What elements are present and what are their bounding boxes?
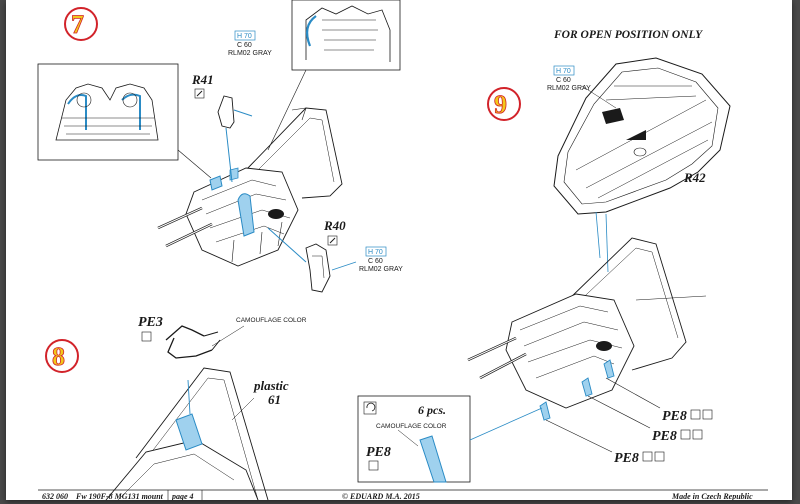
paint-ref-top: H 70 C 60 RLM02 GRAY <box>228 30 272 57</box>
pe3-label: PE3 <box>138 315 163 330</box>
footer-page: page 4 <box>171 492 194 500</box>
paint-ref-mid: H 70 C 60 RLM02 GRAY <box>359 246 403 273</box>
paint-ref-right-name: RLM02 GRAY <box>547 85 591 92</box>
paint-ref-mid-h: H 70 <box>368 249 383 256</box>
pe8-pcs-label: 6 pcs. <box>418 403 446 417</box>
detail-inset-top <box>267 0 401 151</box>
step-9-badge: 9 <box>487 87 521 121</box>
pe8-callouts: PE8 PE8 PE8 <box>614 409 713 466</box>
footer-copyright: © EDUARD M.A. 2015 <box>342 492 420 500</box>
detail-inset-left <box>37 63 212 179</box>
camo-callout-1: CAMOUFLAGE COLOR <box>236 317 307 324</box>
open-position-note: FOR OPEN POSITION ONLY <box>553 29 703 41</box>
paint-ref-top-c: C 60 <box>237 42 252 49</box>
paint-ref-right: H 70 C 60 RLM02 GRAY <box>547 65 617 109</box>
step-7-badge: 7 <box>64 7 98 41</box>
paint-ref-top-h: H 70 <box>237 33 252 40</box>
pe8-label-c: PE8 <box>614 451 639 466</box>
camo-callout-2: CAMOUFLAGE COLOR <box>376 423 447 430</box>
footer-code: 632 060 <box>42 492 68 500</box>
step-9-assembly <box>467 237 707 453</box>
pe8-inset-label: PE8 <box>366 445 391 460</box>
plastic-label: plastic <box>253 378 289 393</box>
paint-ref-right-h: H 70 <box>556 68 571 75</box>
part-r41-label: R41 <box>191 72 214 87</box>
footer-title: Fw 190F-8 MG131 mount <box>75 492 164 500</box>
footer-made-in: Made in Czech Republic <box>671 492 753 500</box>
step-7-assembly <box>157 107 343 267</box>
plastic-number: 61 <box>268 392 281 407</box>
step-8-badge: 8 <box>45 339 79 373</box>
paint-ref-mid-c: C 60 <box>368 258 383 265</box>
step-9-number: 9 <box>494 90 507 119</box>
paint-ref-top-name: RLM02 GRAY <box>228 50 272 57</box>
part-r42-frame: R42 <box>553 57 731 273</box>
page-footer: 632 060 Fw 190F-8 MG131 mount page 4 © E… <box>38 489 768 500</box>
instruction-page: FOR OPEN POSITION ONLY 7 8 9 H 70 C 60 <box>6 0 792 500</box>
part-r40: R40 <box>267 218 357 293</box>
step-7-number: 7 <box>71 10 84 39</box>
pe8-label-b: PE8 <box>652 429 677 444</box>
pe8-inset: 6 pcs. CAMOUFLAGE COLOR PE8 <box>357 395 543 483</box>
step-8-number: 8 <box>52 342 65 371</box>
instruction-drawing: FOR OPEN POSITION ONLY 7 8 9 H 70 C 60 <box>37 0 768 500</box>
step-8-assembly: PE3 CAMOUFLAGE COLOR plastic 61 <box>105 315 307 500</box>
part-r41: R41 <box>191 72 253 183</box>
paint-ref-mid-name: RLM02 GRAY <box>359 266 403 273</box>
pe8-label-a: PE8 <box>662 409 687 424</box>
paint-ref-right-c: C 60 <box>556 77 571 84</box>
part-r42-label: R42 <box>683 170 706 185</box>
part-r40-label: R40 <box>323 218 346 233</box>
